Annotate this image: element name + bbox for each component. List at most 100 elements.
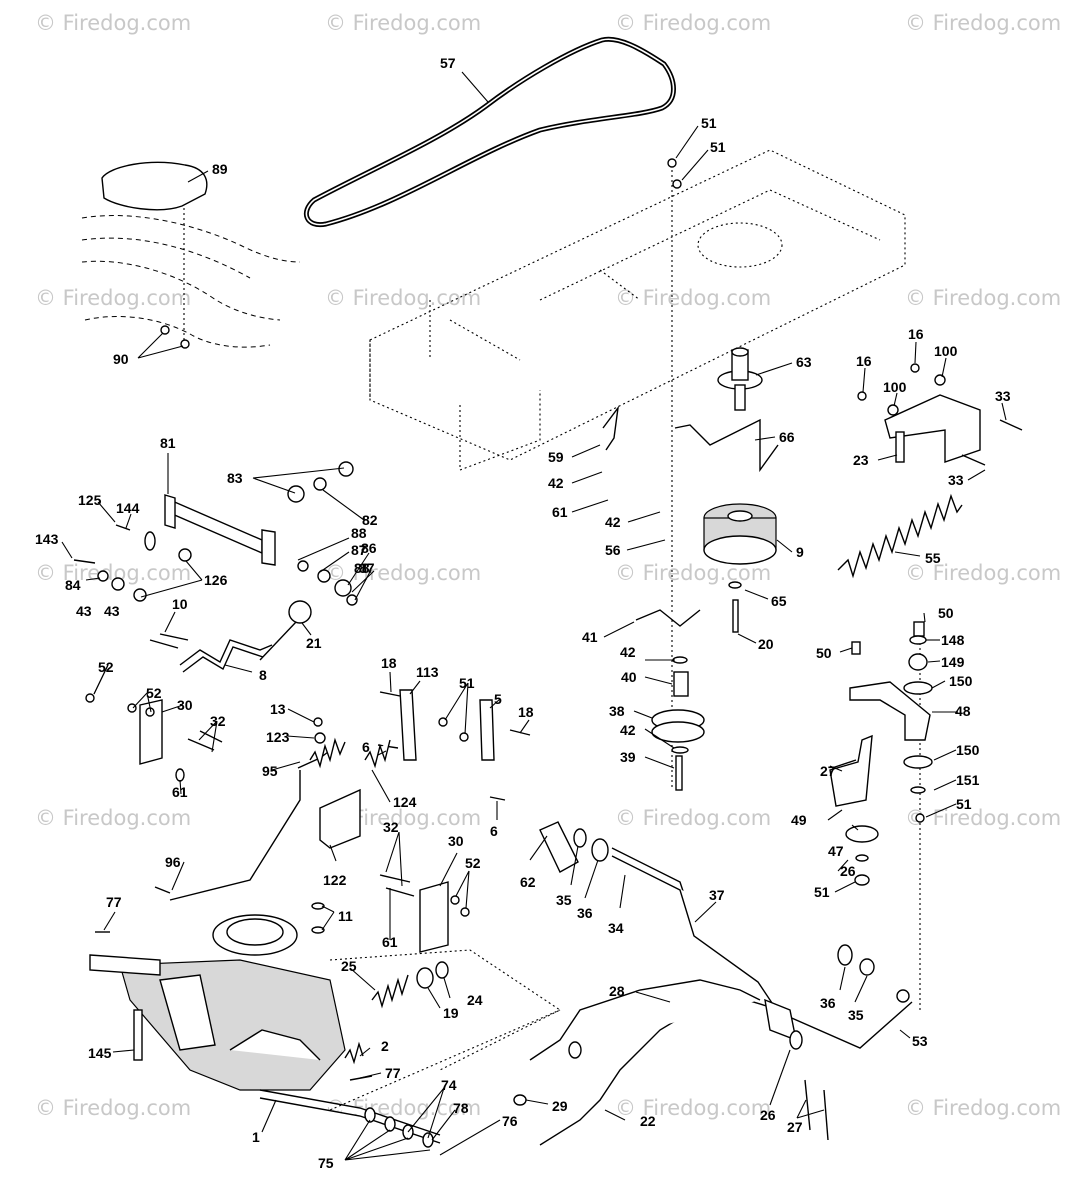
- callout-label: 87: [351, 542, 367, 558]
- watermark: © Firedog.com: [35, 11, 191, 35]
- callout-label: 37: [709, 887, 725, 903]
- callout-label: 74: [441, 1077, 457, 1093]
- callout-label: 113: [416, 664, 439, 680]
- extension-spring: [837, 493, 963, 579]
- callout-label: 65: [771, 593, 787, 609]
- callout-label: 22: [640, 1113, 656, 1129]
- callout-label: 100: [883, 379, 907, 395]
- callout-label: 84: [65, 577, 81, 593]
- callout-label: 143: [35, 531, 59, 547]
- callout-label: 83: [227, 470, 243, 486]
- callout-label: 47: [828, 843, 844, 859]
- watermark: © Firedog.com: [615, 1096, 771, 1120]
- callout-label: 30: [448, 833, 464, 849]
- callout-label: 30: [177, 697, 193, 713]
- watermark: © Firedog.com: [615, 561, 771, 585]
- watermark: © Firedog.com: [325, 11, 481, 35]
- bracket-assembly-upper-right: [857, 363, 1023, 466]
- callout-label: 148: [941, 632, 965, 648]
- drive-belt: [303, 36, 676, 228]
- callout-label: 53: [912, 1033, 928, 1049]
- callout-label: 75: [318, 1155, 334, 1171]
- callout-label: 52: [465, 855, 481, 871]
- callout-label: 27: [820, 763, 836, 779]
- callout-label: 63: [796, 354, 812, 370]
- callout-label: 88: [354, 560, 370, 576]
- callout-label: 35: [556, 892, 572, 908]
- callout-label: 38: [609, 703, 625, 719]
- callout-label: 49: [791, 812, 807, 828]
- callout-label: 150: [956, 742, 980, 758]
- callout-label: 2: [381, 1038, 389, 1054]
- lift-lever-assembly: [73, 461, 358, 606]
- callout-label: 123: [266, 729, 290, 745]
- callout-label: 52: [98, 659, 114, 675]
- callout-label: 124: [393, 794, 417, 810]
- callout-label: 33: [948, 472, 964, 488]
- callout-label: 122: [323, 872, 347, 888]
- callout-label: 59: [548, 449, 564, 465]
- wire-linkages: [602, 405, 779, 627]
- watermark: © Firedog.com: [35, 286, 191, 310]
- callout-label: 8: [259, 667, 267, 683]
- callout-label: 87: [359, 560, 375, 576]
- callout-label: 5: [494, 691, 502, 707]
- callout-label: 16: [856, 353, 872, 369]
- callout-label: 52: [146, 685, 162, 701]
- callout-label: 26: [760, 1107, 776, 1123]
- callout-label: 57: [440, 55, 456, 71]
- callout-label: 18: [518, 704, 534, 720]
- callout-label: 36: [577, 905, 593, 921]
- callout-label: 29: [552, 1098, 568, 1114]
- callout-label: 1: [252, 1129, 260, 1145]
- callout-label: 33: [995, 388, 1011, 404]
- callout-label: 86: [361, 540, 377, 556]
- shift-lever: [149, 600, 312, 673]
- idler-assembly-right: [829, 621, 933, 1010]
- lower-rods: [513, 979, 829, 1146]
- watermark: © Firedog.com: [325, 286, 481, 310]
- callout-label: 10: [172, 596, 188, 612]
- callout-label: 6: [490, 823, 498, 839]
- callout-label: 19: [443, 1005, 459, 1021]
- bracket-assembly-lower: [379, 874, 470, 953]
- callout-label: 51: [956, 796, 972, 812]
- watermark: © Firedog.com: [35, 806, 191, 830]
- callout-label: 35: [848, 1007, 864, 1023]
- callout-label: 41: [582, 629, 598, 645]
- callout-label: 11: [338, 908, 353, 924]
- callout-label: 51: [459, 675, 475, 691]
- callout-label: 56: [605, 542, 621, 558]
- callout-label: 28: [609, 983, 625, 999]
- callout-label: 43: [76, 603, 92, 619]
- callout-label: 50: [816, 645, 832, 661]
- control-rods: [539, 821, 913, 1049]
- callout-label: 34: [608, 920, 624, 936]
- watermark: © Firedog.com: [615, 11, 771, 35]
- callout-label: 36: [820, 995, 836, 1011]
- shaft-assembly: [651, 158, 777, 791]
- callout-label: 78: [453, 1100, 469, 1116]
- callout-label: 61: [172, 784, 188, 800]
- callout-label: 32: [383, 819, 399, 835]
- callout-label: 9: [796, 544, 804, 560]
- callout-label: 89: [212, 161, 228, 177]
- watermark: © Firedog.com: [905, 286, 1061, 310]
- watermark: © Firedog.com: [615, 806, 771, 830]
- callout-label: 13: [270, 701, 286, 717]
- callout-label: 42: [620, 722, 636, 738]
- callout-label: 18: [381, 655, 397, 671]
- callout-labels: 57 89 51 51 90 63 16 100 16 100 33 23 33…: [35, 55, 1011, 1171]
- callout-label: 77: [385, 1065, 401, 1081]
- callout-label: 149: [941, 654, 965, 670]
- callout-label: 125: [78, 492, 102, 508]
- callout-label: 96: [165, 854, 181, 870]
- callout-label: 42: [605, 514, 621, 530]
- callout-label: 151: [956, 772, 980, 788]
- callout-label: 62: [520, 874, 536, 890]
- callout-label: 42: [548, 475, 564, 491]
- bracket-assembly-left: [85, 693, 223, 782]
- callout-label: 100: [934, 343, 958, 359]
- callout-label: 39: [620, 749, 636, 765]
